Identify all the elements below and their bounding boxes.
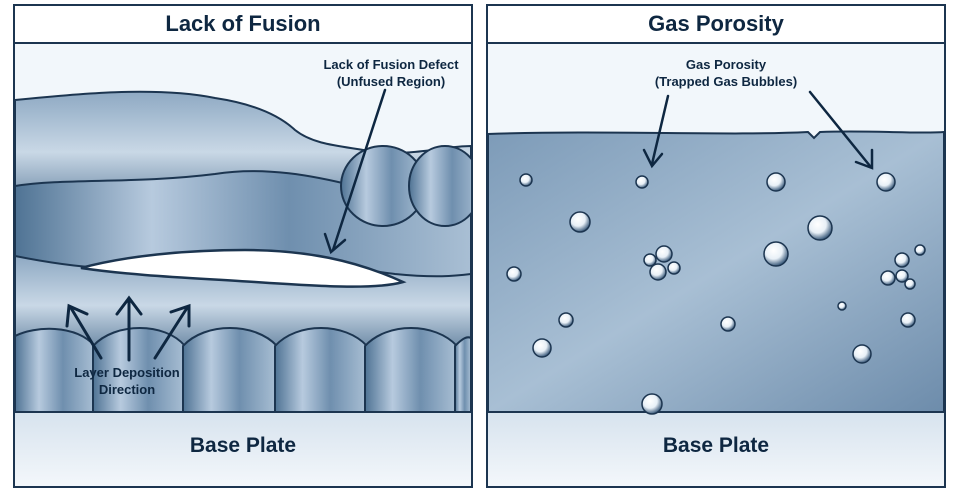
defect-callout-line2: (Unfused Region)	[336, 74, 446, 89]
porosity-illustration	[488, 90, 944, 486]
base-plate-label: Base Plate	[662, 434, 770, 457]
lack-of-fusion-panel: Lack of Fusion Lack of Fusion Defect (Un…	[13, 4, 473, 488]
porosity-pointer-arrows	[642, 90, 874, 170]
porosity-callout: Gas Porosity (Trapped Gas Bubbles)	[636, 56, 816, 90]
unfused-void	[80, 248, 407, 288]
defect-pointer-arrow	[323, 88, 387, 255]
panel-title-lack-of-fusion: Lack of Fusion	[15, 6, 471, 44]
porosity-callout-line2: (Trapped Gas Bubbles)	[654, 74, 798, 89]
porosity-callout-line1: Gas Porosity	[685, 57, 767, 72]
gas-bubbles	[506, 172, 926, 415]
weld-layers-illustration	[15, 88, 471, 486]
gas-porosity-panel: Gas Porosity Gas Porosity (Trapped Gas B…	[486, 4, 946, 488]
deposition-arrows	[65, 295, 191, 362]
deposited-metal-block	[488, 130, 944, 413]
deposition-direction-line1: Layer Deposition	[74, 365, 180, 380]
defect-callout-line1: Lack of Fusion Defect	[323, 57, 459, 72]
deposition-direction-line2: Direction	[98, 382, 156, 397]
defect-callout: Lack of Fusion Defect (Unfused Region)	[311, 56, 471, 90]
base-plate-label: Base Plate	[189, 434, 297, 457]
deposition-direction-label: Layer Deposition Direction	[59, 364, 195, 398]
panel-title-gas-porosity: Gas Porosity	[488, 6, 944, 44]
